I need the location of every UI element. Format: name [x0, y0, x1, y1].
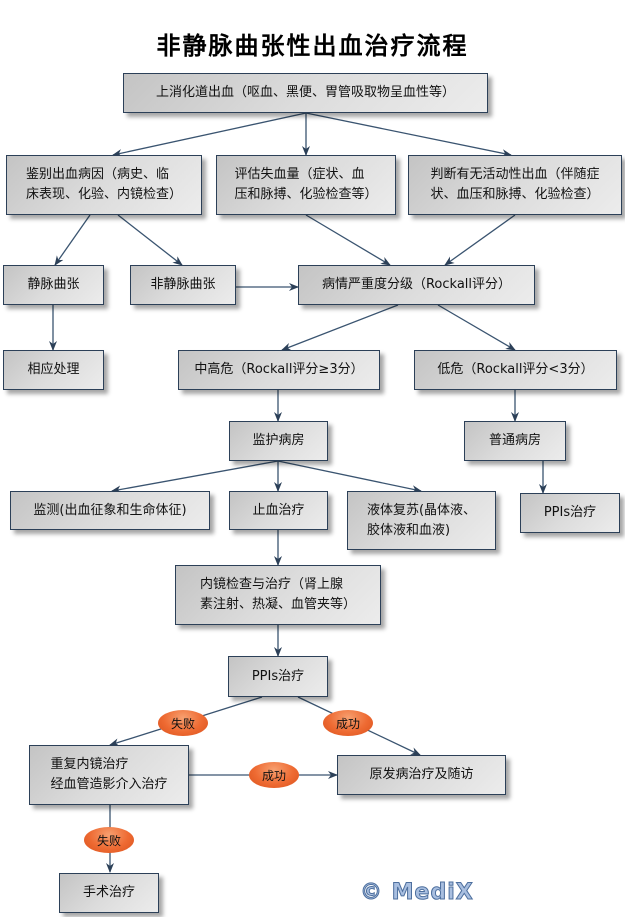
node-identify-cause-line2: 床表现、化验、内镜检查）	[25, 187, 182, 202]
node-monitoring: 监测(出血征象和生命体征)	[10, 491, 210, 530]
node-active-bleeding-line1: 判断有无活动性出血（伴随症	[430, 167, 600, 182]
node-low-risk: 低危（Rockall评分<3分）	[414, 350, 617, 390]
node-non-varices-text: 非静脉曲张	[150, 277, 216, 292]
diagram-title: 非静脉曲张性出血治疗流程	[156, 31, 469, 60]
node-ppi-high-text: PPIs治疗	[251, 668, 305, 684]
node-primary-followup-text: 原发病治疗及随访	[369, 767, 474, 782]
arrow-severity-to-low	[437, 304, 516, 351]
node-high-risk: 中高危（Rockall评分≥3分）	[178, 350, 380, 390]
node-endoscopy: 内镜检查与治疗（肾上腺素注射、热凝、血管夹等）	[175, 565, 381, 625]
node-ppi-high: PPIs治疗	[228, 656, 328, 697]
node-endoscopy-line1: 内镜检查与治疗（肾上腺	[199, 577, 343, 592]
node-monitoring-text: 监测(出血征象和生命体征)	[33, 502, 187, 518]
node-active-bleeding-line2: 状、血压和脉搏、化验检查）	[430, 187, 600, 202]
node-active-bleeding: 判断有无活动性出血（伴随症状、血压和脉搏、化验检查）	[408, 155, 622, 215]
arrow-loss-to-severity	[305, 214, 391, 266]
arrow-icu-to-monitoring	[111, 460, 279, 494]
medix-watermark-logo: © MediX	[360, 880, 474, 906]
node-icu-ward-text: 监护病房	[252, 433, 305, 448]
node-assess-loss-line1: 评估失血量（症状、血	[234, 167, 365, 182]
node-endoscopy-line2: 素注射、热凝、血管夹等）	[199, 597, 356, 612]
arrow-cause-to-varices	[54, 214, 91, 266]
node-corresponding: 相应处理	[3, 350, 104, 390]
arrow-icu-to-fluid	[277, 460, 422, 494]
node-general-ward-text: 普通病房	[488, 433, 541, 448]
edge-label-success-1: 成功	[323, 710, 373, 736]
node-ppi-low-text: PPIs治疗	[543, 505, 597, 520]
edge-label-fail-1: 失败	[158, 710, 208, 736]
node-general-ward: 普通病房	[464, 421, 566, 461]
node-assess-loss: 评估失血量（症状、血压和脉搏、化验检查等）	[216, 155, 396, 215]
node-varices: 静脉曲张	[3, 265, 104, 305]
node-fluid-line2: 胶体液和血液)	[366, 522, 451, 538]
node-primary-followup: 原发病治疗及随访	[337, 755, 506, 795]
node-severity: 病情严重度分级（Rockall评分）	[298, 265, 535, 305]
edge-label-fail-2: 失败	[84, 827, 134, 853]
node-repeat-line1: 重复内镜治疗	[50, 757, 129, 772]
node-icu-ward: 监护病房	[229, 421, 328, 461]
node-fluid-resuscitation: 液体复苏(晶体液、胶体液和血液)	[347, 491, 496, 550]
node-fluid-line1: 液体复苏(晶体液、	[366, 502, 477, 518]
node-ugib: 上消化道出血（呕血、黑便、胃管吸取物呈血性等）	[123, 73, 488, 113]
node-ugib-text: 上消化道出血（呕血、黑便、胃管吸取物呈血性等）	[155, 85, 455, 100]
node-surgery-text: 手术治疗	[82, 885, 135, 900]
node-varices-text: 静脉曲张	[27, 277, 80, 292]
arrow-severity-to-high	[281, 304, 399, 351]
node-corresponding-text: 相应处理	[27, 362, 80, 377]
node-repeat-line2: 经血管造影介入治疗	[50, 777, 168, 792]
node-identify-cause-line1: 鉴别出血病因（病史、临	[25, 167, 169, 182]
node-repeat-treatment: 重复内镜治疗经血管造影介入治疗	[29, 745, 189, 805]
node-hemostasis: 止血治疗	[229, 491, 328, 530]
arrow-cause-to-nonvarices	[117, 214, 183, 266]
node-assess-loss-line2: 压和脉搏、化验检查等）	[234, 187, 378, 202]
arrow-active-to-severity	[444, 214, 516, 266]
arrow-ugib-to-active	[305, 112, 512, 158]
edge-label-success-2: 成功	[249, 762, 299, 788]
node-severity-text: 病情严重度分级（Rockall评分）	[321, 277, 512, 292]
node-low-risk-text: 低危（Rockall评分<3分）	[437, 362, 594, 377]
arrow-ugib-to-cause	[112, 112, 307, 157]
node-surgery: 手术治疗	[59, 873, 159, 913]
node-hemostasis-text: 止血治疗	[252, 502, 305, 518]
node-identify-cause: 鉴别出血病因（病史、临床表现、化验、内镜检查）	[6, 155, 202, 215]
node-high-risk-text: 中高危（Rockall评分≥3分）	[194, 362, 364, 377]
node-ppi-low: PPIs治疗	[520, 493, 620, 533]
node-non-varices: 非静脉曲张	[130, 265, 236, 305]
